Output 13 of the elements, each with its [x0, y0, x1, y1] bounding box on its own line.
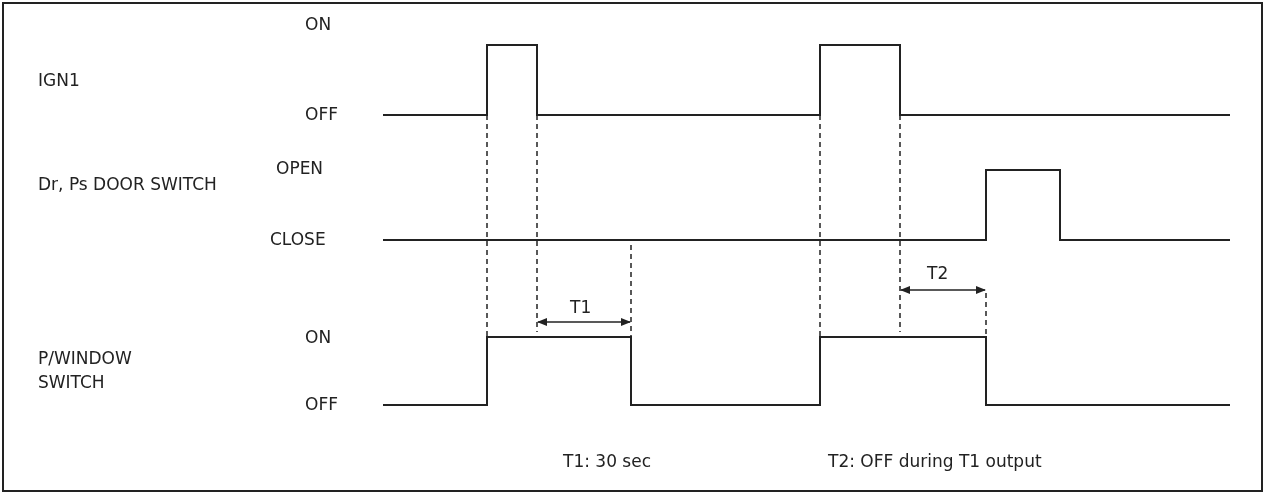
signal-name: P/WINDOW SWITCH [38, 347, 133, 394]
timing-label: T1 [570, 297, 592, 318]
timing-label: T2 [927, 263, 949, 284]
state-label: ON [305, 14, 332, 35]
signal-name: IGN1 [38, 70, 80, 91]
state-label: CLOSE [270, 229, 326, 250]
state-label: ON [305, 327, 332, 348]
signal-name: Dr, Ps DOOR SWITCH [38, 173, 218, 196]
note: T2: OFF during T1 output [828, 451, 1042, 472]
state-label: OFF [305, 394, 338, 415]
note: T1: 30 sec [563, 451, 652, 472]
state-label: OFF [305, 104, 338, 125]
state-label: OPEN [276, 158, 324, 179]
